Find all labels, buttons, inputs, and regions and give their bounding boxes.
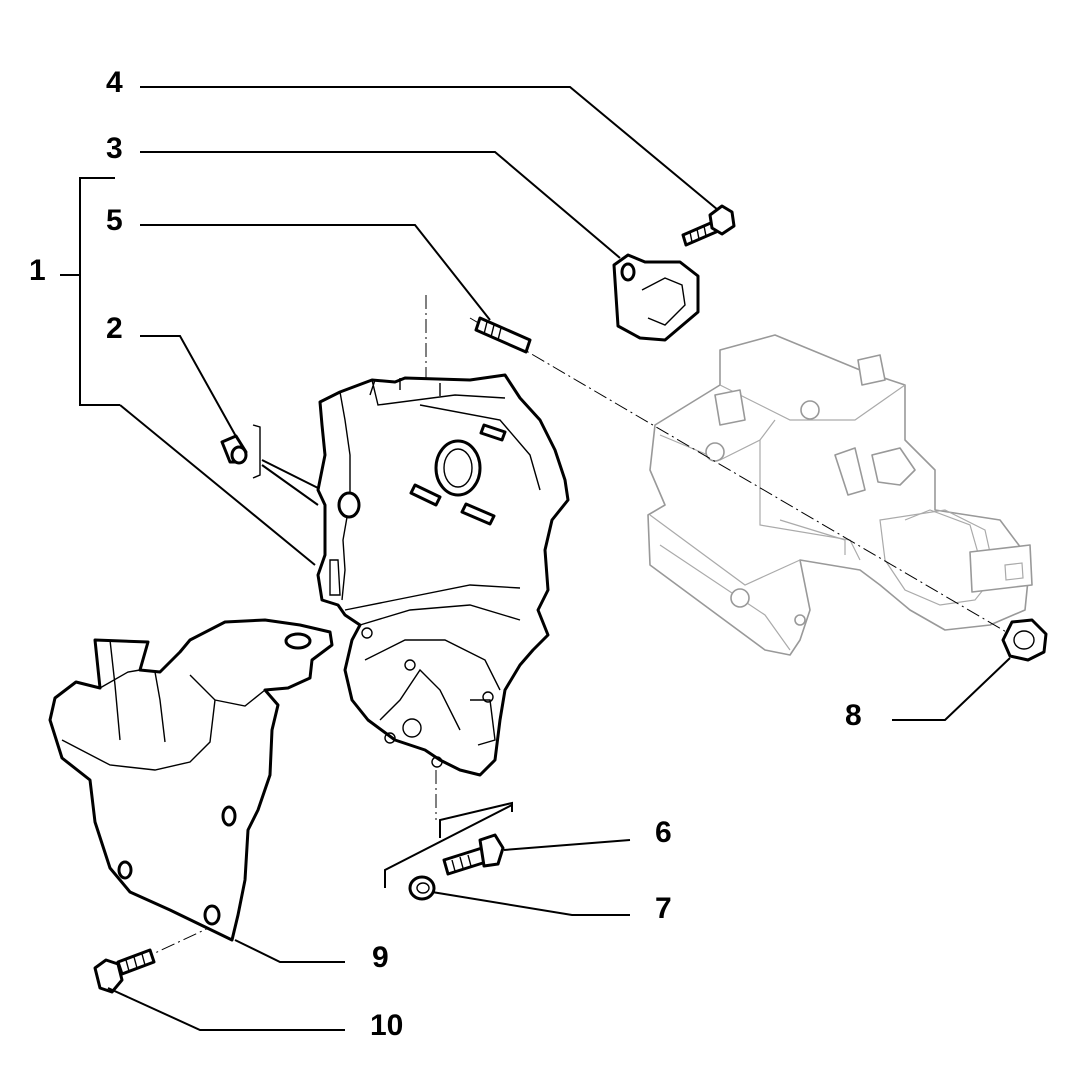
callout-3: 3 bbox=[106, 132, 123, 165]
leader-line-4 bbox=[140, 86, 719, 211]
callout-4: 4 bbox=[106, 66, 123, 99]
lower-cover-plate bbox=[48, 618, 334, 942]
leader-line-3 bbox=[140, 151, 621, 259]
leader-line-1-part bbox=[119, 404, 316, 566]
leader-line-5 bbox=[140, 224, 491, 321]
timing-cover-housing bbox=[316, 373, 570, 777]
callout-5: 5 bbox=[106, 204, 123, 237]
bolt-part-6 bbox=[442, 833, 505, 876]
leader-line-10 bbox=[107, 987, 345, 1031]
callout-10: 10 bbox=[370, 1009, 403, 1042]
callout-6: 6 bbox=[655, 816, 672, 849]
clamp-part-3 bbox=[612, 253, 700, 342]
callout-2: 2 bbox=[106, 312, 123, 345]
stud-part-5 bbox=[474, 316, 532, 354]
washer-part-7 bbox=[408, 875, 436, 901]
nut-part-8 bbox=[1001, 618, 1048, 662]
leader-line-8 bbox=[892, 657, 1011, 721]
injection-pump-ghost bbox=[647, 334, 1033, 656]
callout-9: 9 bbox=[372, 941, 389, 974]
callout-1: 1 bbox=[29, 254, 46, 287]
leader-line-2 bbox=[140, 335, 239, 441]
leader-line-6 bbox=[503, 839, 631, 851]
bolt-part-10 bbox=[93, 948, 156, 994]
bolt-part-4 bbox=[681, 204, 736, 247]
bracket-1 bbox=[79, 177, 120, 406]
leader-line-7 bbox=[431, 891, 630, 916]
leader-lines bbox=[60, 86, 1011, 1031]
leader-line-9 bbox=[234, 939, 345, 963]
callout-7: 7 bbox=[655, 892, 672, 925]
callout-8: 8 bbox=[845, 699, 862, 732]
callout-labels: 1 2 3 4 5 6 7 8 9 10 bbox=[29, 66, 862, 1042]
bush-part-2 bbox=[220, 424, 261, 479]
